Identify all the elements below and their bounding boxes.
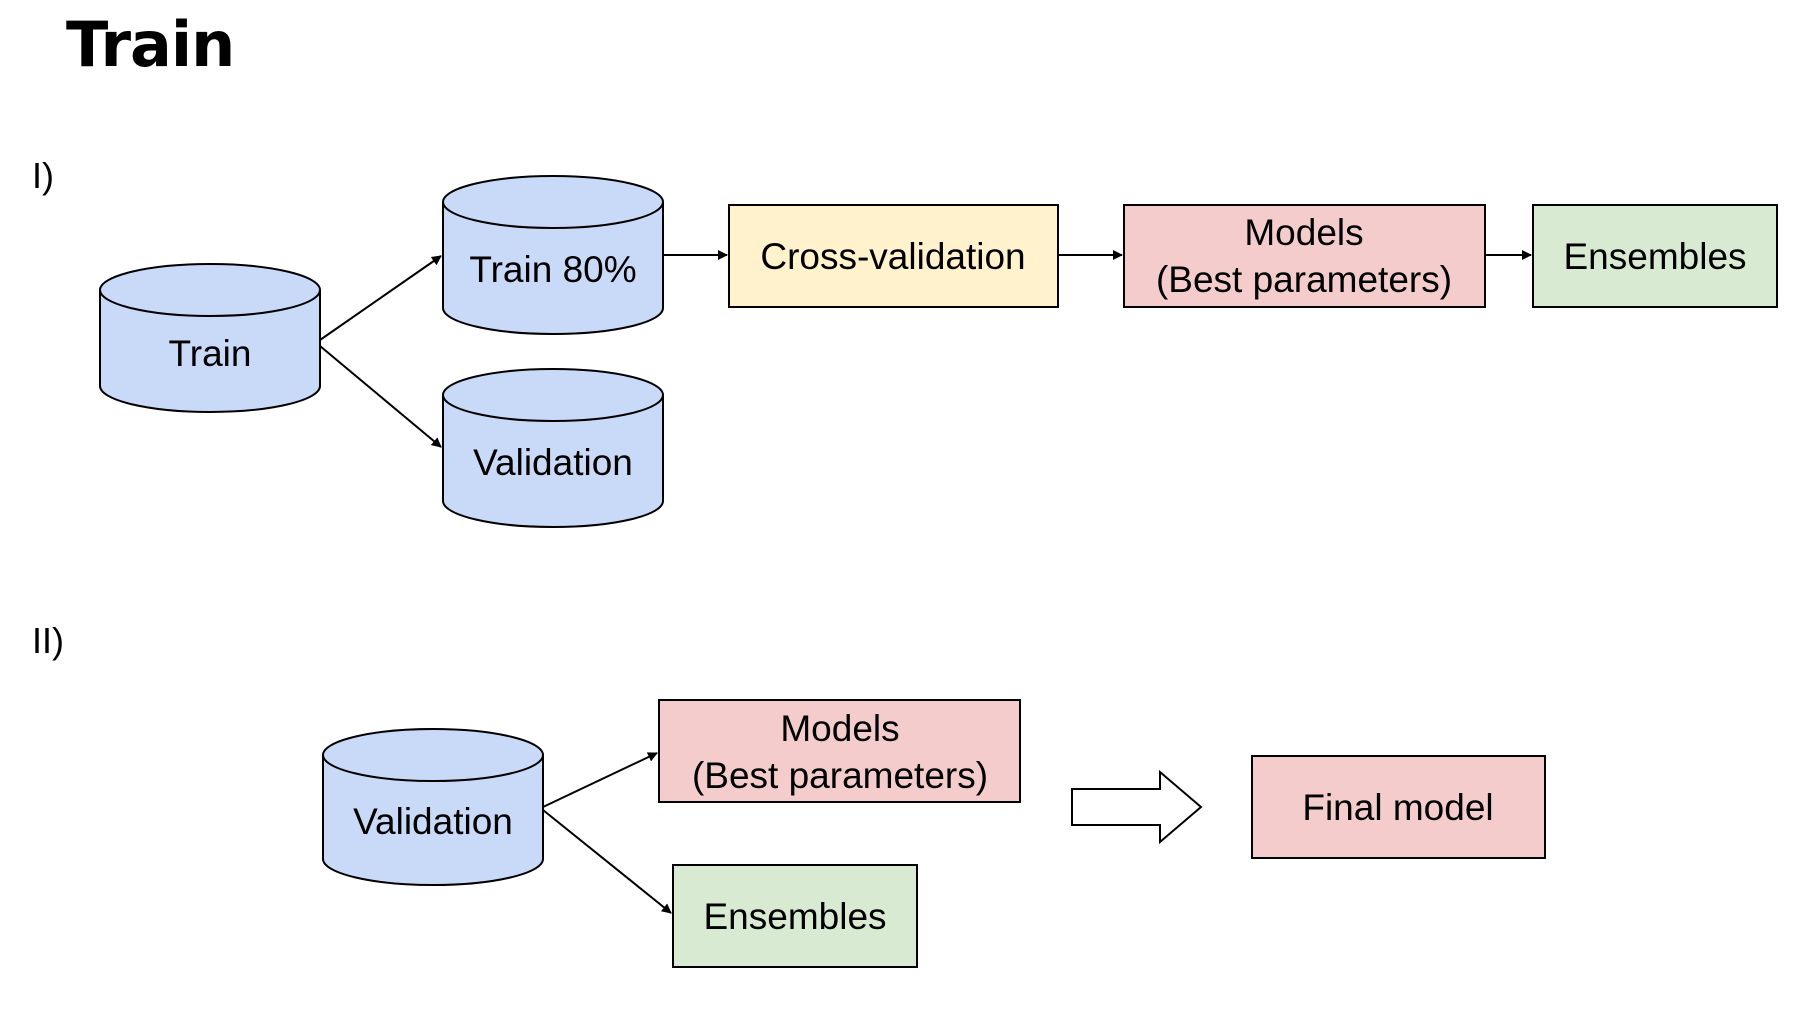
cross-validation-box: Cross-validation — [728, 204, 1059, 308]
arrow-train-to-train80 — [319, 255, 442, 341]
models-box-1-line2: (Best parameters) — [1156, 259, 1452, 300]
arrow-validation-to-models — [542, 752, 658, 808]
models-box-2-line2: (Best parameters) — [692, 755, 988, 796]
train-database: Train — [99, 263, 321, 413]
final-model-label: Final model — [1302, 787, 1493, 828]
train-80-database: Train 80% — [442, 175, 664, 335]
validation-database-2: Validation — [322, 728, 544, 886]
train-database-label: Train — [169, 333, 252, 374]
slide-title: Train — [66, 8, 235, 81]
section-label-1: I) — [32, 155, 54, 196]
train-80-database-label: Train 80% — [469, 249, 636, 290]
validation-database-2-label: Validation — [353, 801, 513, 842]
models-box-1-line1: Models — [1244, 212, 1363, 253]
validation-database-1: Validation — [442, 368, 664, 528]
validation-database-1-label: Validation — [473, 442, 633, 483]
section-label-2: II) — [32, 620, 64, 661]
ensembles-box-1: Ensembles — [1532, 204, 1778, 308]
arrow-train-to-validation — [319, 345, 442, 448]
cross-validation-label: Cross-validation — [760, 236, 1025, 277]
ensembles-box-1-label: Ensembles — [1563, 236, 1746, 277]
models-box-2: Models (Best parameters) — [658, 699, 1021, 803]
ensembles-box-2-label: Ensembles — [703, 896, 886, 937]
models-box-2-line1: Models — [780, 708, 899, 749]
arrow-validation-to-ensembles — [542, 809, 672, 914]
ensembles-box-2: Ensembles — [672, 864, 918, 968]
models-box-1: Models (Best parameters) — [1123, 204, 1486, 308]
final-model-box: Final model — [1251, 755, 1546, 859]
block-arrow-to-final-model — [1071, 769, 1203, 845]
